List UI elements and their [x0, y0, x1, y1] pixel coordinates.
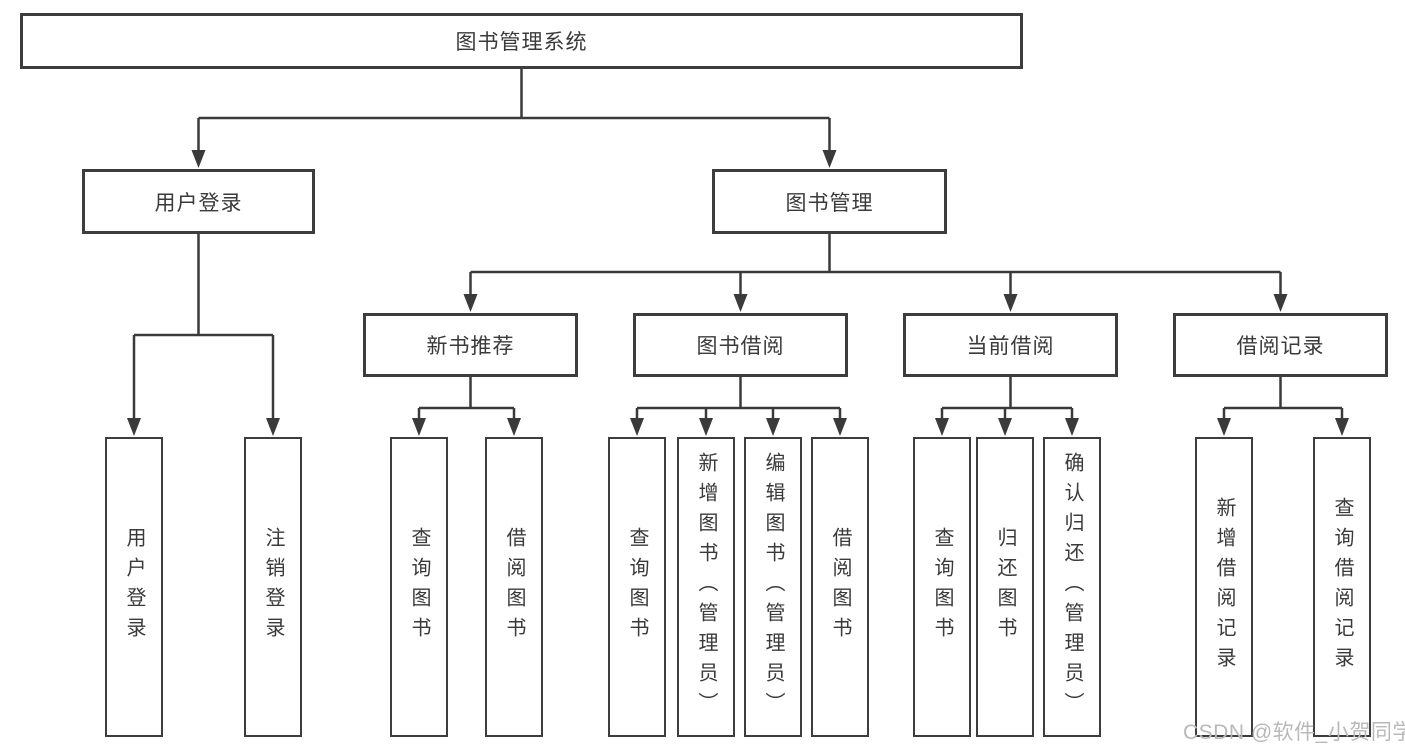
- leaf-return-books: 归还图书: [976, 437, 1034, 737]
- node-root-system: 图书管理系统: [20, 13, 1023, 69]
- node-new-book-recommend: 新书推荐: [363, 313, 578, 377]
- leaf-query-books-recommend: 查询图书: [390, 437, 448, 737]
- node-borrowing-records-label: 借阅记录: [1236, 335, 1325, 358]
- leaf-query-borrow-record: 查询借阅记录: [1313, 437, 1371, 737]
- leaf-logout: 注销登录: [244, 437, 302, 737]
- node-root-label: 图书管理系统: [455, 31, 588, 54]
- leaf-user-login: 用户登录: [105, 437, 163, 737]
- leaf-borrow-books: 借阅图书: [811, 437, 869, 737]
- leaf-query-books-borrow: 查询图书: [608, 437, 666, 737]
- node-user-login-label: 用户登录: [154, 191, 243, 215]
- node-user-login: 用户登录: [82, 169, 315, 234]
- node-book-management-label: 图书管理: [785, 191, 874, 215]
- node-book-management: 图书管理: [712, 169, 947, 234]
- node-book-borrowing-label: 图书借阅: [696, 335, 785, 358]
- leaf-query-books-current: 查询图书: [913, 437, 971, 737]
- leaf-add-books-admin-label: 新增图书（管理员）: [695, 452, 717, 722]
- leaf-confirm-return-admin: 确认归还（管理员）: [1043, 437, 1101, 737]
- leaf-query-books-borrow-label: 查询图书: [626, 527, 648, 647]
- leaf-add-borrow-record-label: 新增借阅记录: [1213, 497, 1235, 677]
- csdn-watermark: CSDN @软件_小贺同学: [1183, 721, 1405, 744]
- leaf-edit-books-admin-label: 编辑图书（管理员）: [762, 452, 784, 722]
- leaf-add-books-admin: 新增图书（管理员）: [677, 437, 735, 737]
- node-new-book-recommend-label: 新书推荐: [426, 335, 515, 358]
- leaf-logout-label: 注销登录: [262, 527, 284, 647]
- node-borrowing-records: 借阅记录: [1173, 313, 1388, 377]
- leaf-add-borrow-record: 新增借阅记录: [1195, 437, 1253, 737]
- node-book-borrowing: 图书借阅: [633, 313, 848, 377]
- leaf-query-books-current-label: 查询图书: [931, 527, 953, 647]
- leaf-return-books-label: 归还图书: [994, 527, 1016, 647]
- node-current-borrowing: 当前借阅: [903, 313, 1118, 377]
- leaf-borrow-books-recommend: 借阅图书: [485, 437, 543, 737]
- leaf-user-login-label: 用户登录: [123, 527, 145, 647]
- leaf-borrow-books-label: 借阅图书: [829, 527, 851, 647]
- node-current-borrowing-label: 当前借阅: [966, 335, 1055, 358]
- leaf-query-borrow-record-label: 查询借阅记录: [1331, 497, 1353, 677]
- leaf-edit-books-admin: 编辑图书（管理员）: [744, 437, 802, 737]
- leaf-query-books-recommend-label: 查询图书: [408, 527, 430, 647]
- leaf-confirm-return-admin-label: 确认归还（管理员）: [1061, 452, 1083, 722]
- leaf-borrow-books-recommend-label: 借阅图书: [503, 527, 525, 647]
